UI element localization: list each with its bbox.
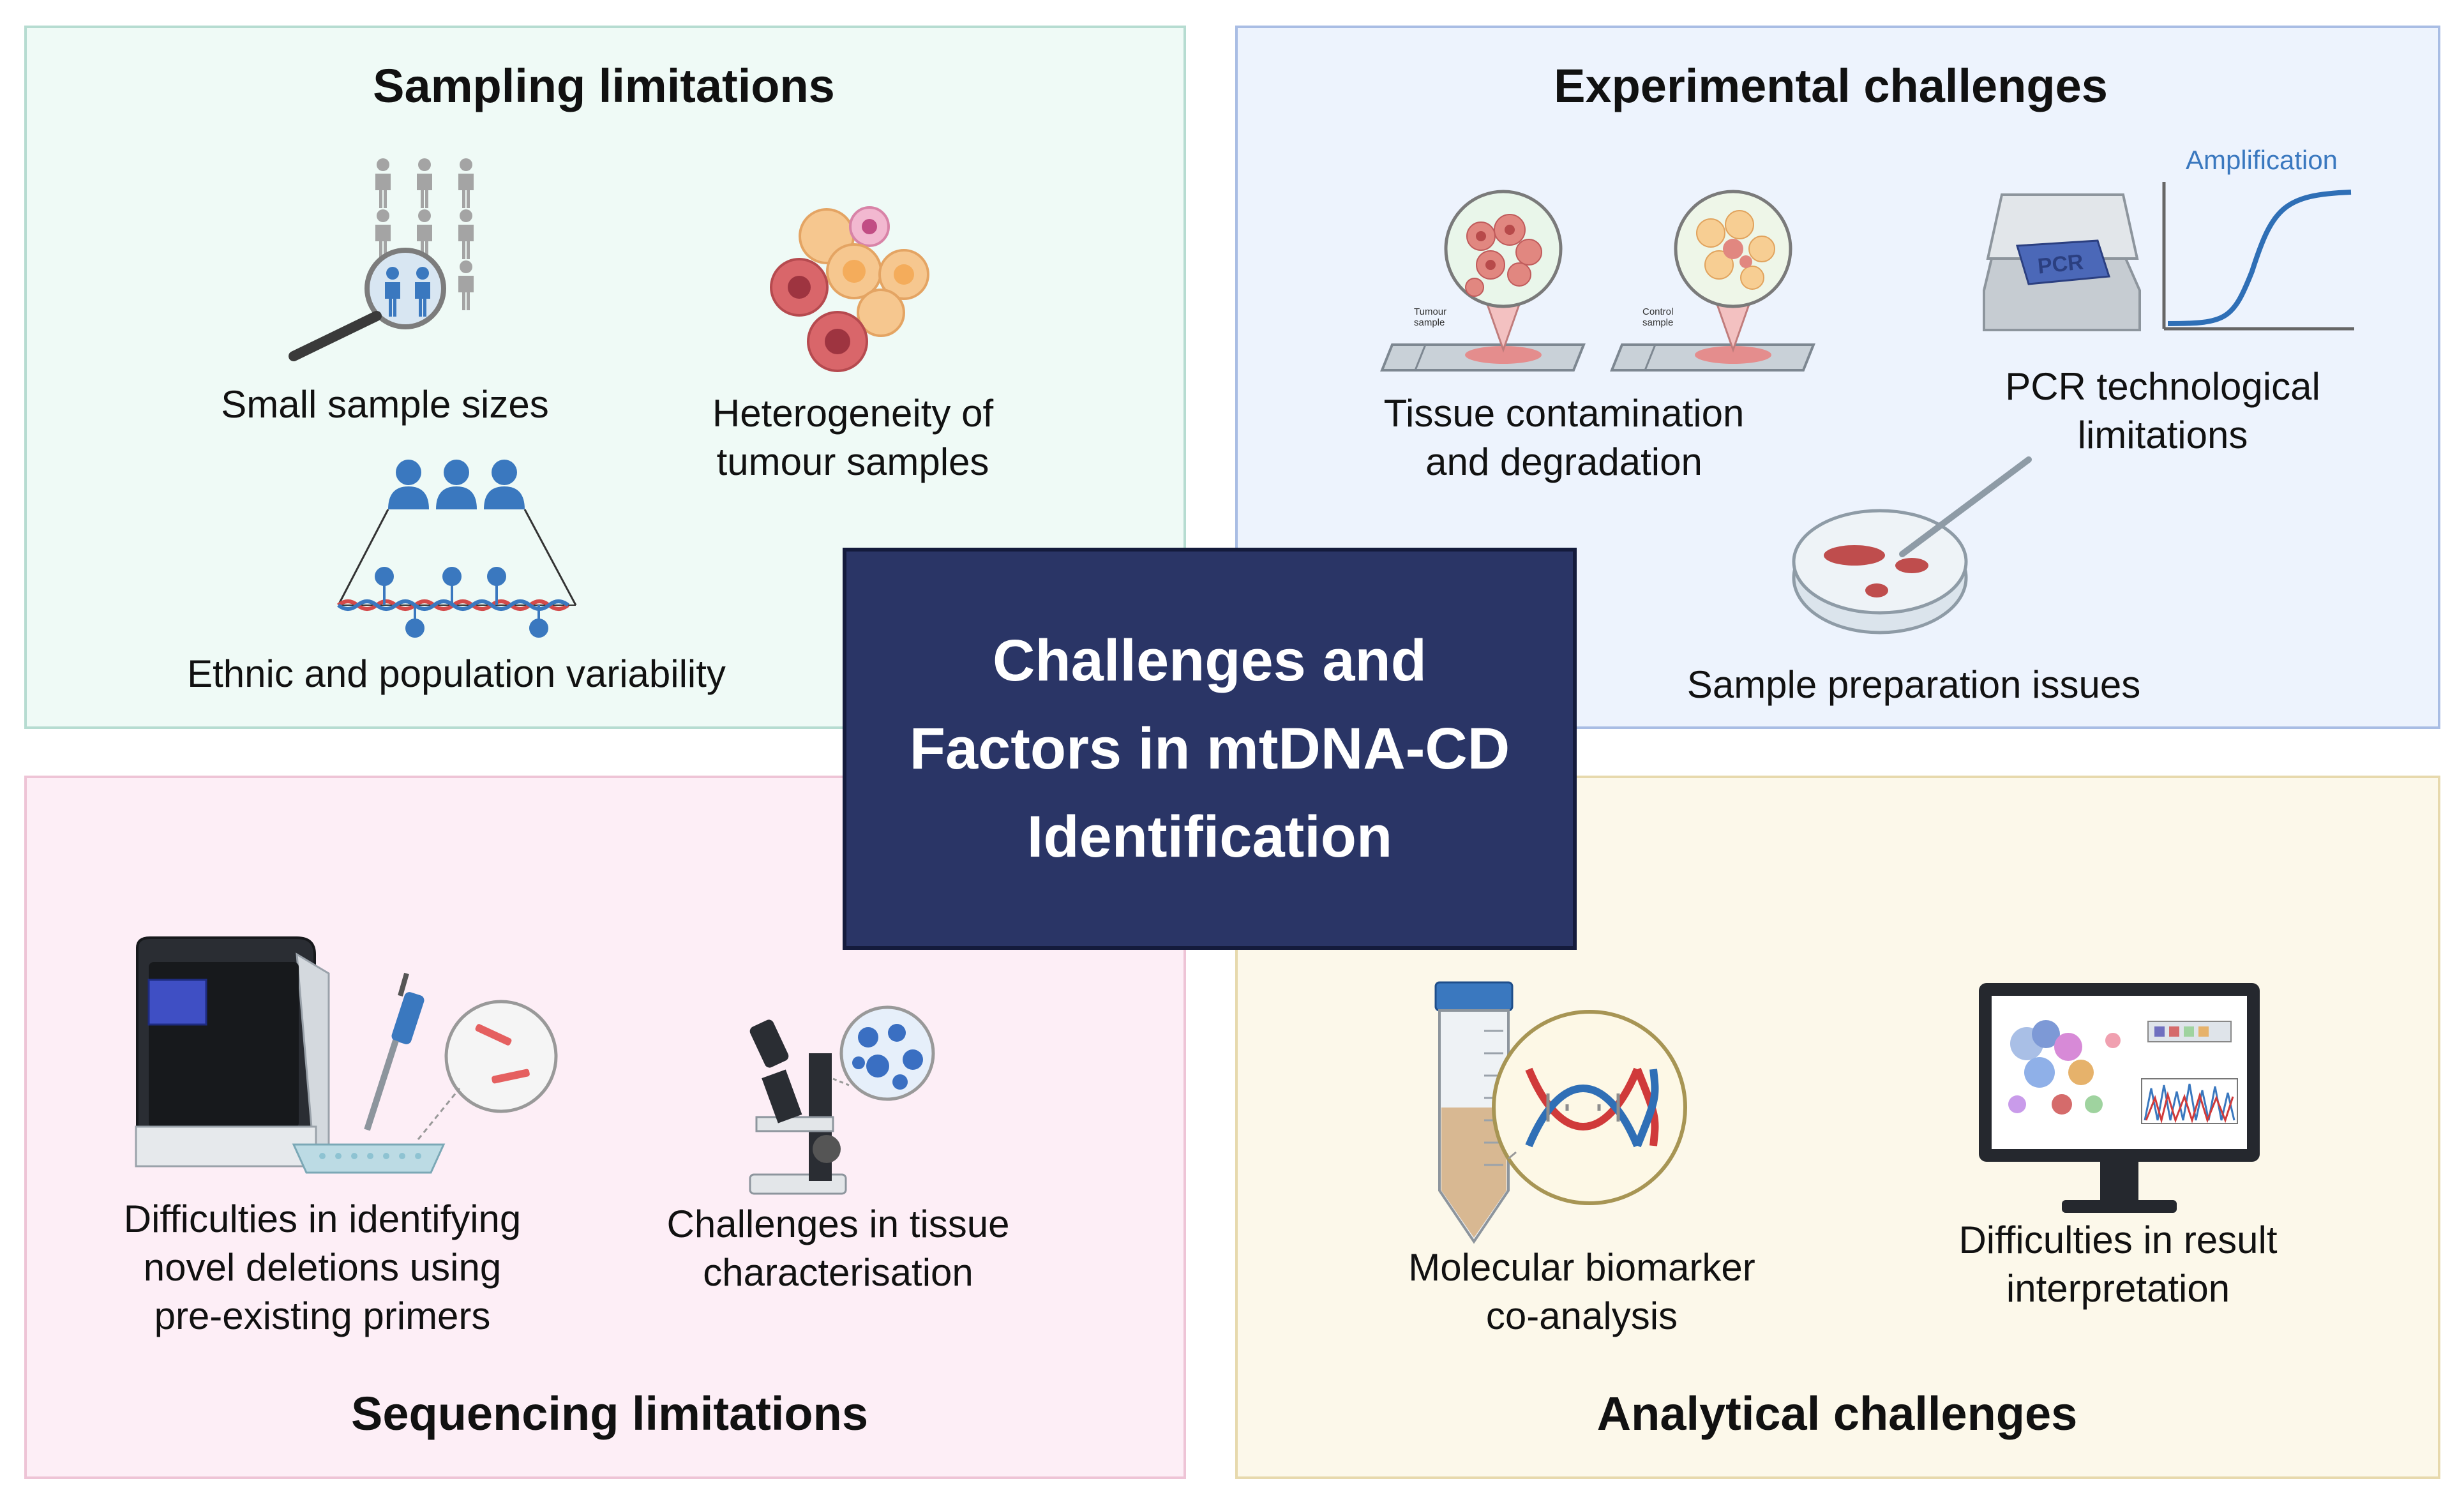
tube-dna-icon xyxy=(1434,981,1687,1244)
analytical-title: Analytical challenges xyxy=(1596,1387,2078,1440)
sequencer-pipette-icon xyxy=(135,936,558,1174)
pcr-device-label: PCR xyxy=(2036,250,2084,278)
microscope-icon xyxy=(749,1005,935,1195)
tumour-cells-icon xyxy=(770,206,929,372)
amplification-curve-icon: Amplification xyxy=(2162,145,2354,331)
experimental-title: Experimental challenges xyxy=(1554,59,2108,112)
amplification-label: Amplification xyxy=(2186,145,2338,175)
sample-preparation-label: Sample preparation issues xyxy=(1686,663,2141,706)
pcr-machine-icon: PCR xyxy=(1983,193,2141,331)
population-dna-icon xyxy=(337,460,577,638)
sequencing-title: Sequencing limitations xyxy=(351,1387,868,1440)
monitor-results-icon xyxy=(1979,983,2260,1213)
petri-dish-icon xyxy=(1792,456,2032,635)
sampling-title: Sampling limitations xyxy=(373,59,835,112)
ethnic-variability-label: Ethnic and population variability xyxy=(187,652,726,695)
central-title-box: Challenges and Factors in mtDNA-CD Ident… xyxy=(843,548,1577,950)
small-sample-sizes-label: Small sample sizes xyxy=(221,383,549,426)
magnified-population-icon xyxy=(289,158,474,361)
central-title: Challenges and Factors in mtDNA-CD Ident… xyxy=(909,628,1510,869)
